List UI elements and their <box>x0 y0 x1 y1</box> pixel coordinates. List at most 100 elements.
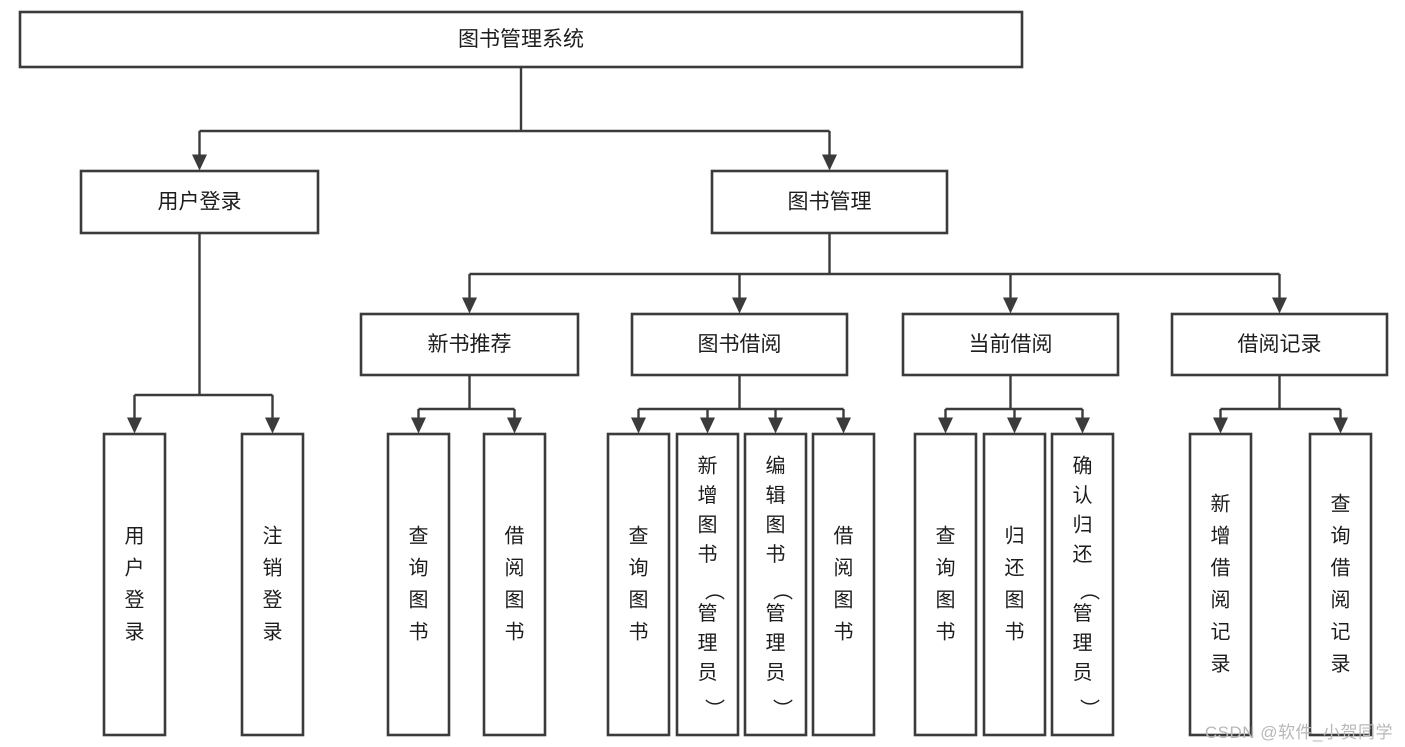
arrow-head-icon <box>1333 417 1348 434</box>
node-box <box>1188 432 1253 737</box>
node-user-login[interactable]: 用户登录 <box>79 169 320 235</box>
node-label-char: ） <box>771 699 794 719</box>
node-label-char: 编 <box>766 455 786 478</box>
node-box <box>811 432 876 737</box>
node-box <box>102 432 167 737</box>
node-label-char: 录 <box>1331 654 1351 676</box>
node-box <box>386 432 451 737</box>
node-label-char: 录 <box>1211 654 1231 676</box>
node-label: 图书管理系统 <box>458 28 584 51</box>
arrow-head-icon <box>1272 297 1287 314</box>
node-label-char: 录 <box>125 622 145 644</box>
node-label-char: 管 <box>1073 602 1093 625</box>
node-book-borrow[interactable]: 图书借阅 <box>630 312 849 377</box>
node-label-char: ） <box>703 699 726 719</box>
node-label-char: （ <box>1078 581 1101 601</box>
node-label-char: 询 <box>409 557 429 580</box>
node-box <box>240 432 305 737</box>
arrow-head-icon <box>732 297 747 314</box>
node-label-char: 图 <box>629 590 649 612</box>
node-label-char: 员 <box>698 662 718 684</box>
node-label-char: 员 <box>766 662 786 684</box>
node-label-char: 阅 <box>505 557 525 580</box>
arrow-head-icon <box>631 417 646 434</box>
node-label-char: 图 <box>766 515 786 537</box>
node-label-char: 销 <box>263 557 283 580</box>
node-box <box>710 169 949 235</box>
node-label-char: 询 <box>1331 525 1351 548</box>
arrow-head-icon <box>1003 297 1018 314</box>
node-label-char: 理 <box>698 633 718 655</box>
node-user-login-leaf[interactable]: 用户登录 <box>102 432 167 737</box>
node-label-char: 书 <box>505 621 525 644</box>
node-label-char: 书 <box>698 543 718 566</box>
node-label-char: 图 <box>1005 590 1025 612</box>
node-root[interactable]: 图书管理系统 <box>18 10 1024 69</box>
arrow-head-icon <box>938 417 953 434</box>
nodes-layer: 图书管理系统用户登录用户登录注销登录图书管理新书推荐查询图书借阅图书图书借阅查询… <box>18 10 1389 737</box>
node-box <box>18 10 1024 69</box>
node-label-char: （ <box>771 581 794 601</box>
node-label-char: 登 <box>125 589 145 612</box>
node-label: 图书管理 <box>788 191 872 214</box>
node-label-char: 员 <box>1073 662 1093 684</box>
node-new-book-recommend[interactable]: 新书推荐 <box>359 312 580 377</box>
node-borrow-record[interactable]: 借阅记录 <box>1170 312 1389 377</box>
node-label-char: 新 <box>698 455 718 478</box>
node-label-char: 图 <box>834 590 854 612</box>
node-label-char: 借 <box>1211 557 1231 580</box>
node-label-char: 管 <box>698 602 718 625</box>
node-label-char: 查 <box>629 525 649 548</box>
node-box <box>901 312 1120 377</box>
node-label-char: 借 <box>505 525 525 548</box>
node-label: 借阅记录 <box>1238 333 1322 356</box>
arrow-head-icon <box>822 154 837 171</box>
node-label-char: 确 <box>1073 455 1093 478</box>
arrow-head-icon <box>1007 417 1022 434</box>
node-label-char: 书 <box>834 621 854 644</box>
node-box <box>675 432 740 737</box>
arrow-head-icon <box>700 417 715 434</box>
node-label: 用户登录 <box>158 191 242 214</box>
node-label-char: 借 <box>834 525 854 548</box>
node-label-char: 书 <box>936 621 956 644</box>
node-label-char: 阅 <box>834 557 854 580</box>
node-label-char: 书 <box>1005 621 1025 644</box>
node-box <box>482 432 547 737</box>
arrow-head-icon <box>192 154 207 171</box>
node-label-char: 查 <box>1331 493 1351 516</box>
node-label-char: 图 <box>409 590 429 612</box>
node-label: 图书借阅 <box>698 333 782 356</box>
node-label-char: 归 <box>1005 525 1025 548</box>
node-label-char: 借 <box>1331 557 1351 580</box>
node-box <box>1050 432 1115 737</box>
node-box <box>913 432 978 737</box>
node-current-borrow[interactable]: 当前借阅 <box>901 312 1120 377</box>
node-label-char: 归 <box>1073 514 1093 537</box>
node-label-char: 阅 <box>1331 589 1351 612</box>
connectors-layer <box>127 67 1348 434</box>
node-label-char: 图 <box>505 590 525 612</box>
node-label-char: 理 <box>1073 633 1093 655</box>
node-label-char: 询 <box>936 557 956 580</box>
node-box <box>982 432 1047 737</box>
node-book-manage[interactable]: 图书管理 <box>710 169 949 235</box>
arrow-head-icon <box>1075 417 1090 434</box>
node-label-char: 还 <box>1073 543 1093 566</box>
arrow-head-icon <box>1213 417 1228 434</box>
node-label-char: 记 <box>1331 621 1351 644</box>
